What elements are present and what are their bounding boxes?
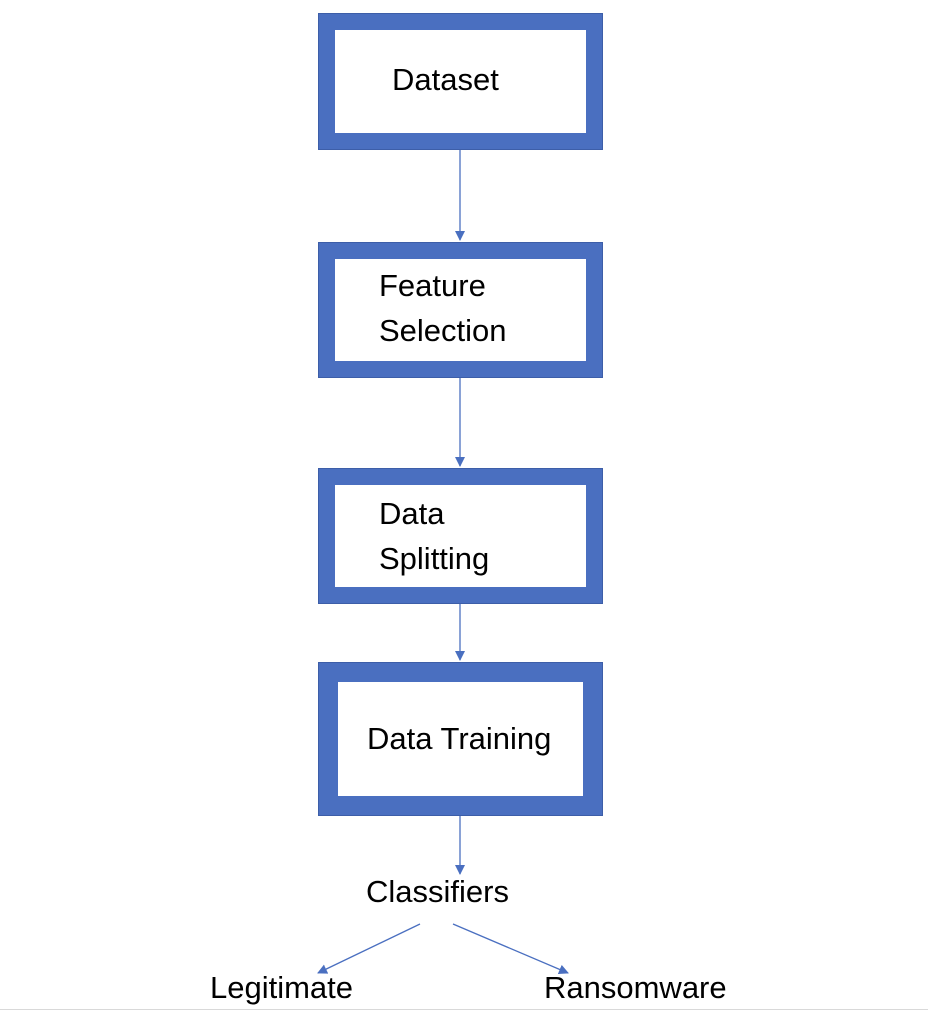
dataset-box: [318, 13, 603, 150]
feature-selection-label-line2: Selection: [379, 313, 507, 348]
data-training-label: Data Training: [367, 721, 552, 756]
data-splitting-label-line2: Splitting: [379, 541, 490, 576]
legitimate-label: Legitimate: [210, 970, 354, 1005]
arrow-classifiers-to-ransomware: [452, 923, 569, 975]
data-splitting-box: [318, 468, 603, 604]
dataset-label: Dataset: [392, 62, 499, 97]
bottom-divider: [0, 1009, 928, 1010]
data-splitting-label-line1: Data: [379, 496, 445, 531]
data-training-box: [318, 662, 603, 816]
arrow-classifiers-to-legitimate: [317, 923, 421, 974]
ransomware-label: Ransomware: [544, 970, 727, 1005]
feature-selection-label-line1: Feature: [379, 268, 486, 303]
classifiers-label: Classifiers: [366, 874, 509, 909]
feature-selection-box: [318, 242, 603, 378]
